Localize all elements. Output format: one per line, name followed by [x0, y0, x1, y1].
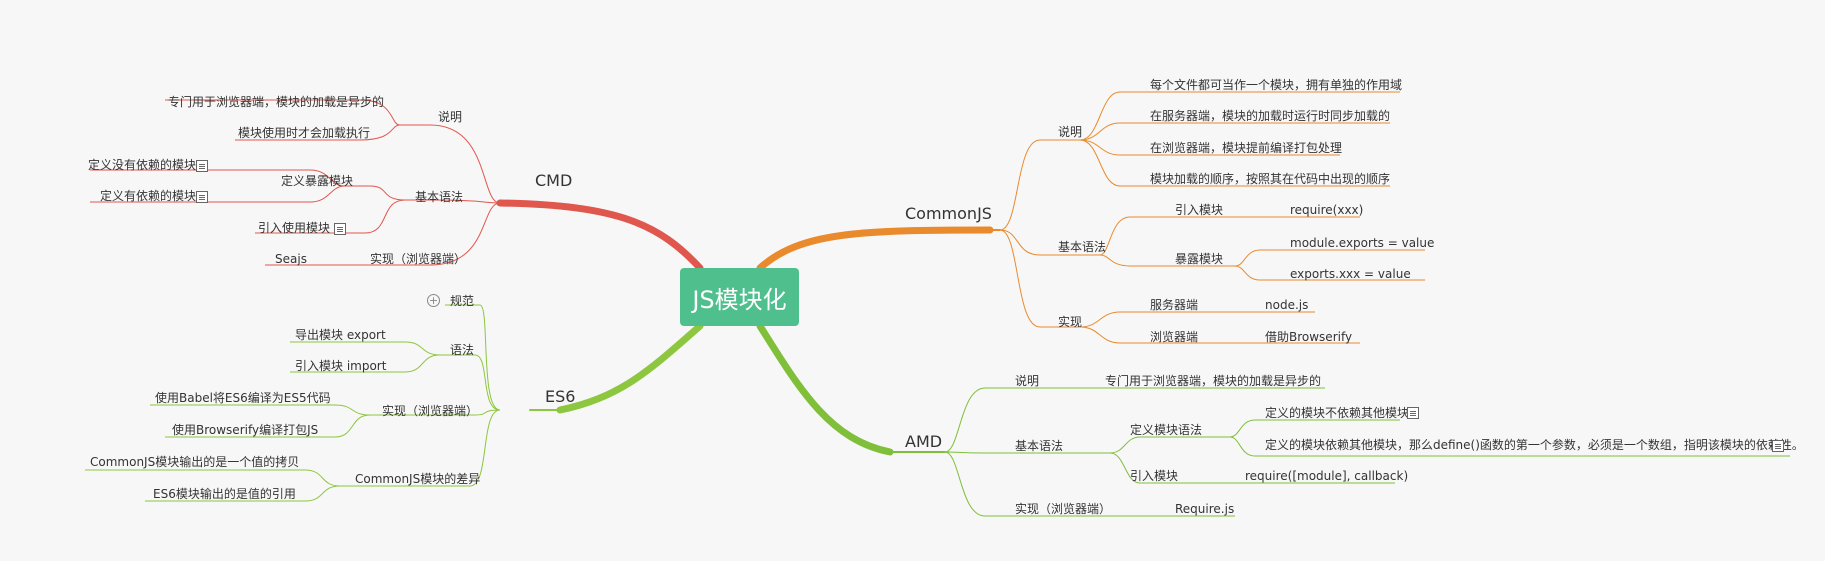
commonjs-fuwuqi[interactable]: 服务器端 [1150, 298, 1199, 312]
cmd-yufa[interactable]: 基本语法 [415, 190, 464, 204]
branch-cmd [496, 199, 704, 272]
cmd-shuoming-item-1[interactable]: 专门用于浏览器端，模块的加载是异步的 [168, 95, 385, 109]
note-icon[interactable] [1407, 407, 1419, 419]
es6-chayi-item-2[interactable]: ES6模块输出的是值的引用 [153, 487, 296, 501]
amd-dingyi[interactable]: 定义模块语法 [1130, 423, 1203, 437]
note-icon[interactable] [334, 223, 346, 235]
cmd-shuoming[interactable]: 说明 [438, 110, 463, 124]
cmd-dingyi-item-1[interactable]: 定义没有依赖的模块 [88, 158, 197, 172]
commonjs-baolu-item-1[interactable]: module.exports = value [1290, 236, 1435, 250]
commonjs-shuoming-item-2[interactable]: 在服务器端，模块的加载时运行时同步加载的 [1150, 109, 1391, 123]
note-icon[interactable] [196, 160, 208, 172]
es6-chayi[interactable]: CommonJS模块的差异 [355, 472, 481, 486]
amd-yufa[interactable]: 基本语法 [1015, 439, 1064, 453]
commonjs-liulanqi[interactable]: 浏览器端 [1150, 330, 1199, 344]
topic-amd[interactable]: AMD [905, 432, 943, 451]
amd-yinru[interactable]: 引入模块 [1130, 469, 1179, 483]
commonjs-shuoming-item-1[interactable]: 每个文件都可当作一个模块，拥有单独的作用域 [1150, 78, 1403, 92]
branch-commonjs [756, 226, 994, 272]
amd-yinru-value[interactable]: require([module], callback) [1245, 469, 1409, 483]
es6-yufa[interactable]: 语法 [450, 343, 475, 357]
cmd-dingyi-item-2[interactable]: 定义有依赖的模块 [100, 189, 197, 203]
cmd-shuoming-item-2[interactable]: 模块使用时才会加载执行 [238, 126, 371, 140]
note-icon[interactable] [1772, 440, 1784, 452]
commonjs-shuoming-item-4[interactable]: 模块加载的顺序，按照其在代码中出现的顺序 [1150, 172, 1391, 186]
note-icon[interactable] [196, 191, 208, 203]
es6-chayi-item-1[interactable]: CommonJS模块输出的是一个值的拷贝 [90, 455, 300, 469]
es6-yufa-item-2[interactable]: 引入模块 import [295, 359, 387, 373]
amd-shuoming[interactable]: 说明 [1015, 374, 1040, 388]
cmd-dingyi[interactable]: 定义暴露模块 [281, 174, 354, 188]
cmd-shixian[interactable]: 实现（浏览器端） [370, 252, 467, 266]
es6-guifan[interactable]: 规范 [450, 294, 475, 308]
cmd-yinru[interactable]: 引入使用模块 [258, 221, 331, 235]
commonjs-liulanqi-value[interactable]: 借助Browserify [1265, 330, 1353, 344]
cmd-shixian-value[interactable]: Seajs [275, 252, 307, 266]
commonjs-shuoming[interactable]: 说明 [1058, 125, 1083, 139]
amd-shuoming-value[interactable]: 专门用于浏览器端，模块的加载是异步的 [1105, 374, 1322, 388]
amd-shixian[interactable]: 实现（浏览器端） [1015, 502, 1112, 516]
es6-shixian[interactable]: 实现（浏览器端） [382, 404, 479, 418]
topic-cmd[interactable]: CMD [535, 171, 573, 190]
expand-icon[interactable]: + [427, 294, 440, 307]
commonjs-yufa[interactable]: 基本语法 [1058, 240, 1107, 254]
commonjs-shuoming-item-3[interactable]: 在浏览器端，模块提前编译打包处理 [1150, 141, 1343, 155]
commonjs-yinru[interactable]: 引入模块 [1175, 203, 1224, 217]
amd-dingyi-item-2[interactable]: 定义的模块依赖其他模块，那么define()函数的第一个参数，必须是一个数组，指… [1265, 438, 1804, 452]
amd-shixian-value[interactable]: Require.js [1175, 502, 1235, 516]
es6-shixian-item-1[interactable]: 使用Babel将ES6编译为ES5代码 [155, 391, 331, 405]
topic-commonjs[interactable]: CommonJS [905, 204, 992, 223]
topic-es6[interactable]: ES6 [545, 387, 576, 406]
commonjs-shixian[interactable]: 实现 [1058, 315, 1083, 329]
commonjs-baolu-item-2[interactable]: exports.xxx = value [1290, 267, 1411, 281]
es6-shixian-item-2[interactable]: 使用Browserify编译打包JS [172, 423, 319, 437]
central-topic[interactable]: JS模块化 [680, 268, 799, 326]
commonjs-fuwuqi-value[interactable]: node.js [1265, 298, 1309, 312]
commonjs-baolu[interactable]: 暴露模块 [1175, 252, 1224, 266]
branch-amd [756, 322, 894, 456]
amd-dingyi-item-1[interactable]: 定义的模块不依赖其他模块 [1265, 406, 1410, 420]
commonjs-yinru-value[interactable]: require(xxx) [1290, 203, 1364, 217]
es6-yufa-item-1[interactable]: 导出模块 export [295, 328, 386, 342]
branch-es6 [556, 322, 704, 414]
